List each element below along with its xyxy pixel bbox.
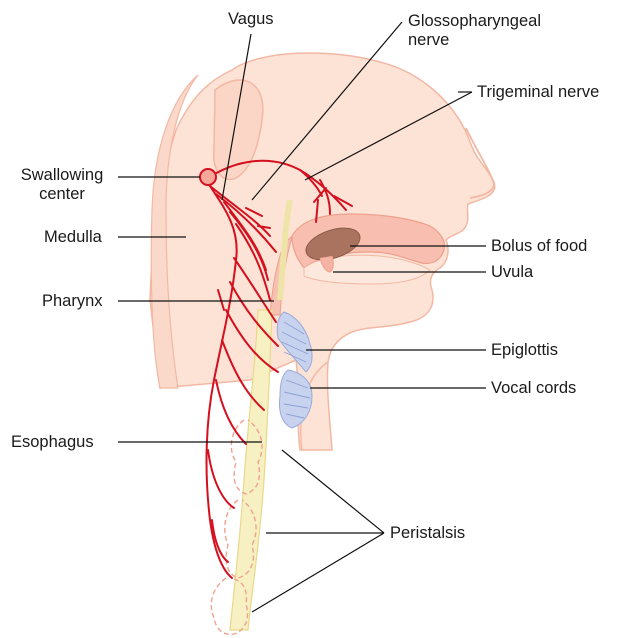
label-glossopharyngeal: Glossopharyngeal nerve xyxy=(408,12,541,50)
label-trigeminal: Trigeminal nerve xyxy=(477,83,599,102)
label-medulla: Medulla xyxy=(44,228,102,247)
label-vagus: Vagus xyxy=(228,10,274,29)
label-esophagus: Esophagus xyxy=(11,433,94,452)
label-uvula: Uvula xyxy=(491,263,533,282)
leader-peristalsis-1 xyxy=(282,450,384,533)
label-swallowing-line2: center xyxy=(10,185,114,204)
label-bolus-of-food: Bolus of food xyxy=(491,237,587,256)
label-peristalsis: Peristalsis xyxy=(390,524,465,543)
swallowing-center-marker xyxy=(200,169,216,185)
label-glossopharyngeal-line2: nerve xyxy=(408,31,541,50)
label-pharynx: Pharynx xyxy=(42,292,103,311)
label-vocal-cords: Vocal cords xyxy=(491,379,576,398)
leader-peristalsis-3 xyxy=(252,533,384,612)
label-glossopharyngeal-line1: Glossopharyngeal xyxy=(408,12,541,31)
label-swallowing-center: Swallowing center xyxy=(10,166,114,204)
label-swallowing-line1: Swallowing xyxy=(10,166,114,185)
label-epiglottis: Epiglottis xyxy=(491,341,558,360)
